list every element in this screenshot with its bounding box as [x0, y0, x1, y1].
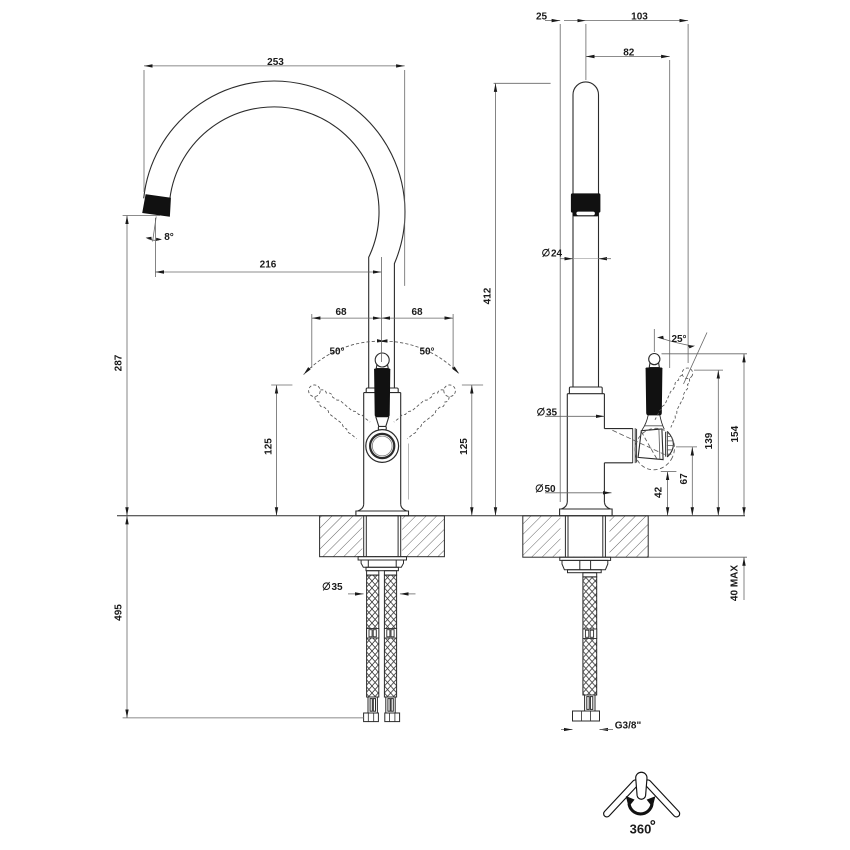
svg-text:25: 25	[536, 12, 548, 23]
svg-text:103: 103	[631, 12, 648, 23]
svg-text:35: 35	[546, 408, 558, 419]
svg-text:8°: 8°	[164, 232, 174, 243]
svg-text:68: 68	[335, 307, 347, 318]
svg-text:50: 50	[544, 484, 556, 495]
svg-text:40 MAX: 40 MAX	[730, 565, 741, 601]
svg-text:253: 253	[267, 57, 284, 68]
svg-text:35: 35	[331, 582, 343, 593]
svg-text:216: 216	[260, 260, 277, 271]
svg-text:G3/8": G3/8"	[615, 721, 642, 732]
svg-text:360: 360	[630, 822, 652, 837]
svg-text:287: 287	[114, 354, 125, 371]
svg-text:495: 495	[114, 604, 125, 621]
svg-text:42: 42	[654, 486, 665, 498]
svg-text:82: 82	[623, 48, 635, 59]
svg-text:125: 125	[264, 438, 275, 455]
svg-text:139: 139	[704, 432, 715, 449]
svg-text:25°: 25°	[671, 334, 686, 345]
svg-text:67: 67	[679, 473, 690, 485]
svg-text:50°: 50°	[419, 347, 434, 358]
svg-text:412: 412	[483, 287, 494, 304]
svg-text:24: 24	[551, 249, 563, 260]
svg-text:50°: 50°	[329, 347, 344, 358]
svg-text:125: 125	[459, 438, 470, 455]
svg-text:154: 154	[730, 425, 741, 442]
svg-text:68: 68	[411, 307, 423, 318]
